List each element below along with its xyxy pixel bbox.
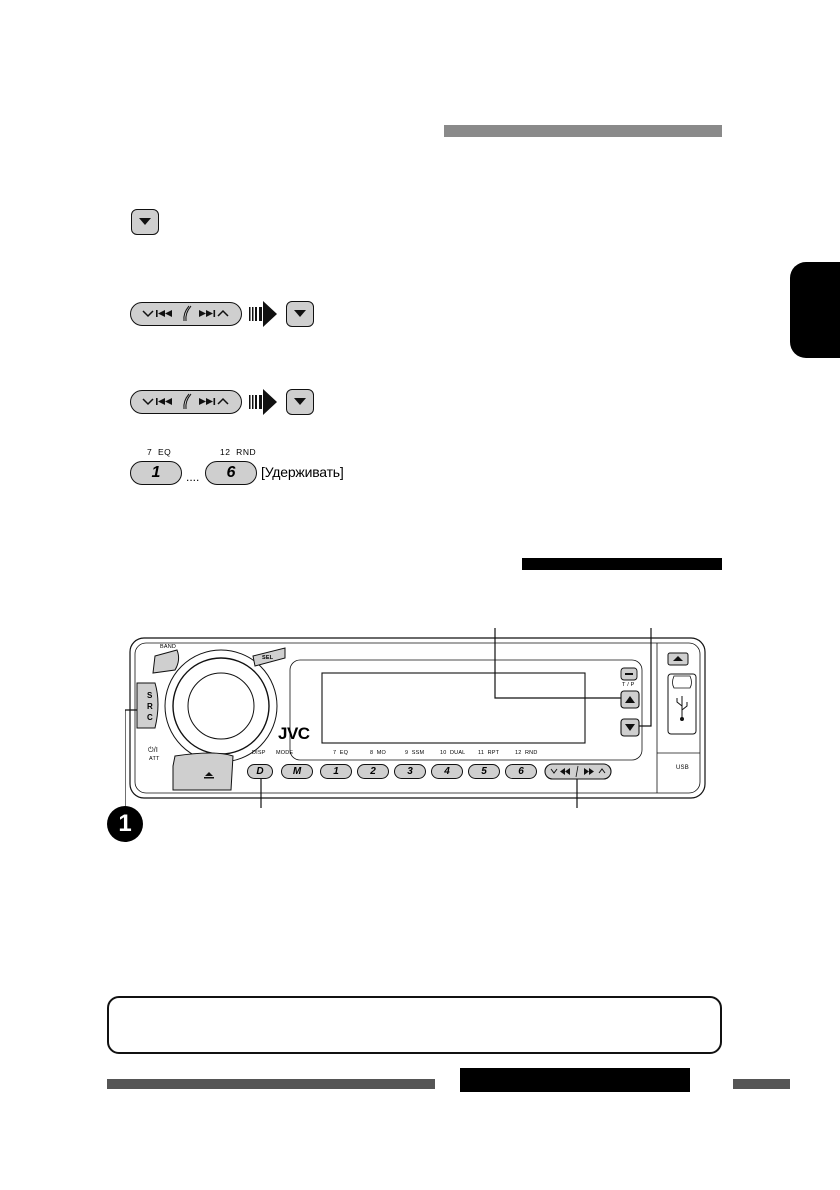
power-label: ⏻/I	[148, 747, 159, 754]
hold-label: [Удерживать]	[261, 464, 344, 480]
language-tab	[790, 262, 840, 358]
triangle-down-icon	[294, 398, 306, 405]
tp-label: T / P	[622, 682, 635, 688]
seek-button[interactable]	[130, 302, 242, 326]
down-button[interactable]	[286, 389, 314, 415]
preset-first-caption: 7 EQ	[147, 447, 172, 457]
disp-button[interactable]: D	[247, 764, 273, 779]
callout-number-text: 1	[118, 810, 132, 837]
down-button[interactable]	[131, 209, 159, 235]
row-label-disp: DISP	[252, 750, 266, 756]
section-header-bar-black	[522, 558, 722, 570]
preset-last-caption: 12 RND	[220, 447, 257, 457]
usb-label: USB	[676, 765, 689, 771]
note-box	[107, 996, 722, 1054]
footer-bar-black	[460, 1068, 690, 1092]
preset-5-button[interactable]: 5	[468, 764, 500, 779]
preset-button-1[interactable]: 1	[130, 461, 182, 485]
att-label: ATT	[149, 756, 160, 762]
callout-number-1: 1	[107, 806, 143, 842]
preset-1-button[interactable]: 1	[320, 764, 352, 779]
row-label-dual: 10 DUAL	[440, 750, 466, 756]
src-label: S R C	[147, 691, 153, 722]
then-arrow-icon	[249, 301, 277, 327]
triangle-down-icon	[294, 310, 306, 317]
usb-icon	[676, 696, 688, 721]
row-label-rpt: 11 RPT	[478, 750, 500, 756]
seek-icons	[142, 305, 229, 322]
brand-logo: JVC	[278, 724, 310, 743]
row-label-eq: 7 EQ	[333, 750, 349, 756]
seek-button[interactable]	[130, 390, 242, 414]
preset-6-button[interactable]: 6	[505, 764, 537, 779]
row-label-rnd: 12 RND	[515, 750, 538, 756]
row-label-mo: 8 MO	[370, 750, 386, 756]
mode-button[interactable]: M	[281, 764, 313, 779]
preset-2-button[interactable]: 2	[357, 764, 389, 779]
preset-3-button[interactable]: 3	[394, 764, 426, 779]
triangle-down-icon	[139, 218, 151, 225]
preset-4-button[interactable]: 4	[431, 764, 463, 779]
then-arrow-icon	[249, 389, 277, 415]
row-label-mode: MODE	[276, 750, 294, 756]
sel-label: SEL	[262, 655, 274, 661]
footer-bar-gray	[107, 1079, 435, 1089]
ellipsis: ....	[186, 470, 200, 484]
down-button[interactable]	[286, 301, 314, 327]
footer-bar-right	[733, 1079, 790, 1089]
seek-icons	[142, 393, 229, 410]
band-label: BAND	[160, 644, 177, 650]
section-header-bar	[444, 125, 722, 137]
row-label-ssm: 9 SSM	[405, 750, 425, 756]
car-stereo-panel	[125, 628, 706, 808]
preset-button-6[interactable]: 6	[205, 461, 257, 485]
